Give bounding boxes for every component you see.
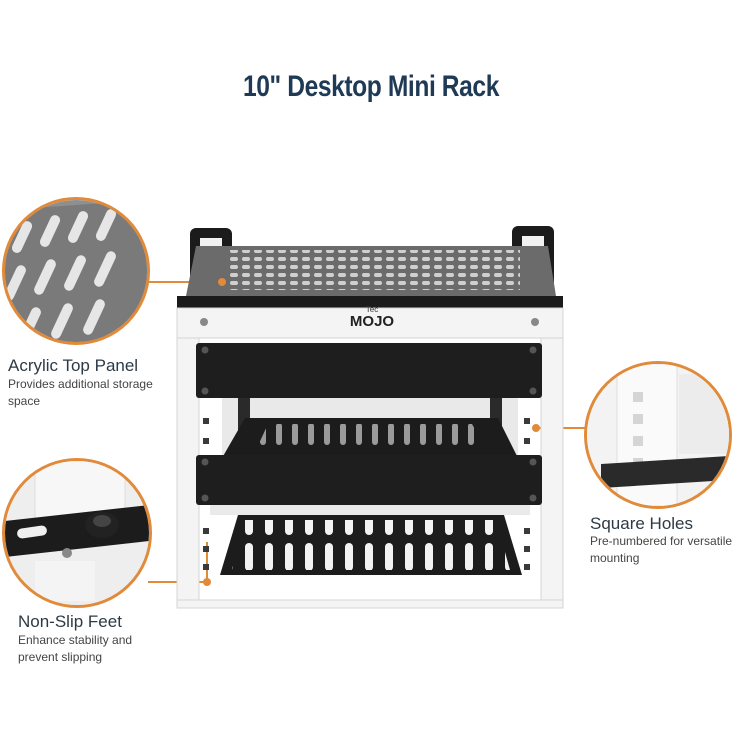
callout-feet-desc-line1: Enhance stability and <box>18 633 133 647</box>
brand-small: Tec <box>365 305 379 314</box>
callout-feet-desc-line2: prevent slipping <box>18 650 103 664</box>
top-panel-perforations <box>230 250 520 290</box>
upper-shelf-front <box>196 455 542 505</box>
callout-top-panel-image <box>2 197 150 345</box>
callout-top-panel-title: Acrylic Top Panel <box>8 356 139 375</box>
callout-top-panel-desc-line2: space <box>8 394 41 408</box>
brand-logo: Tec MOJO <box>342 306 402 330</box>
callout-feet-desc: Enhance stability and prevent slipping <box>18 632 132 666</box>
callout-feet-title: Non-Slip Feet <box>18 612 122 631</box>
callout-holes-desc-line1: Pre-numbered for versatile <box>590 534 733 548</box>
callout-top-panel-desc: Provides additional storage space <box>8 376 153 410</box>
callout-top-panel-desc-line1: Provides additional storage <box>8 377 153 391</box>
right-rail <box>540 337 564 607</box>
blank-panel <box>196 343 542 398</box>
callout-holes-desc: Pre-numbered for versatile mounting <box>590 533 732 567</box>
brand-main: MOJO <box>349 313 395 330</box>
marker-holes <box>532 424 540 432</box>
marker-feet <box>203 578 211 586</box>
left-rail <box>176 337 200 607</box>
callout-holes-title: Square Holes <box>590 514 694 533</box>
marker-top-panel <box>218 278 226 286</box>
page-title: 10" Desktop Mini Rack <box>243 70 499 103</box>
callout-holes-desc-line2: mounting <box>590 551 640 565</box>
callout-feet-image <box>2 458 152 608</box>
callout-holes-image <box>584 361 732 509</box>
